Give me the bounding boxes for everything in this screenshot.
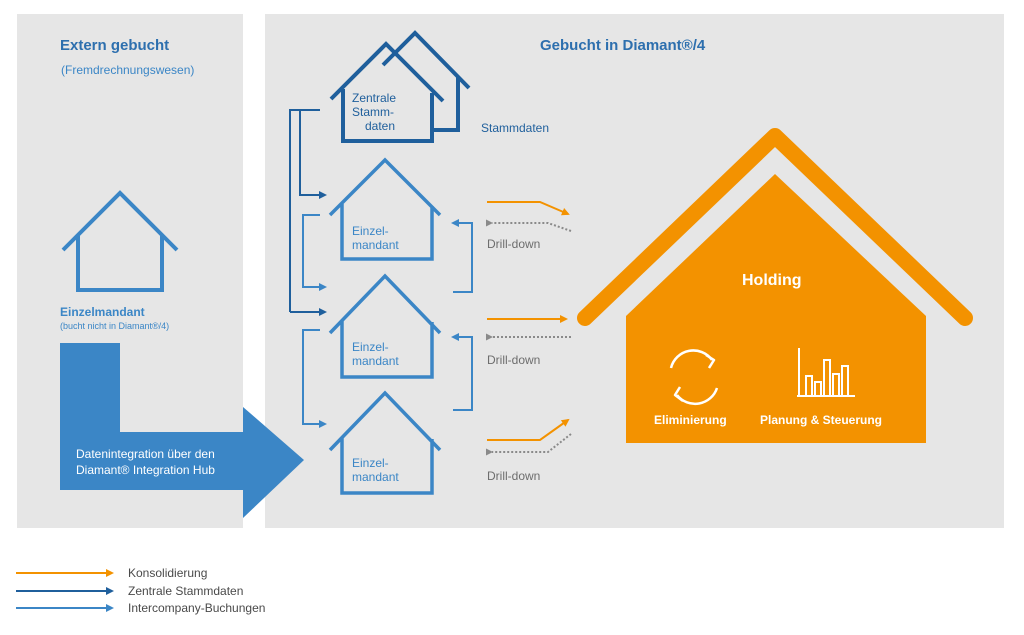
drilldown-label-3: Drill-down [487,469,541,483]
masterdata-label: Stammdaten [481,121,550,135]
drilldown-label-1: Drill-down [487,237,541,251]
external-mandant-subtitle: (bucht nicht in Diamant®/4) [60,321,170,331]
drilldown-arrow-1 [486,219,572,232]
intercompany-right-1 [451,219,473,293]
mandant-1-label: Einzel- mandant [352,224,399,252]
holding-title: Holding [742,272,802,289]
legend-label-consolidation: Konsolidierung [128,566,208,580]
integration-arrow-icon [60,343,304,518]
elimination-label: Eliminierung [654,413,727,427]
intercompany-left-1 [302,214,327,291]
refresh-cycle-icon [669,349,719,406]
holding-roof-icon [577,128,973,326]
legend-label-intercompany: Intercompany-Buchungen [128,601,266,615]
masterdata-bracket [289,109,320,312]
intercompany-left-2 [302,329,327,428]
holding-house-icon [626,174,926,443]
drilldown-label-2: Drill-down [487,353,541,367]
mandant-house-2-icon [328,273,442,379]
central-masterdata-line2: Stamm- [352,105,394,119]
mandant-house-3-icon [328,390,442,495]
central-masterdata-line1: Zentrale [352,91,397,105]
mandant-3-line1: Einzel- [352,456,389,470]
integration-label: Datenintegration über den Diamant® Integ… [76,446,215,478]
bar-chart-icon [797,348,855,397]
mandant-2-label: Einzel- mandant [352,340,399,368]
consolidation-arrow-1 [487,201,570,216]
intercompany-right-2 [451,333,473,411]
central-masterdata-line3: daten [365,119,396,133]
legend-label-masterdata: Zentrale Stammdaten [128,584,244,598]
legend-item-intercompany: Intercompany-Buchungen [16,601,336,617]
external-panel-title: Extern gebucht [60,37,170,54]
legend-item-masterdata: Zentrale Stammdaten [16,584,336,600]
mandant-2-line2: mandant [352,354,399,368]
central-masterdata-label: Zentrale Stamm- daten [352,91,396,133]
mandant-1-line1: Einzel- [352,224,389,238]
external-mandant-title: Einzelmandant [60,305,145,319]
mandant-2-line1: Einzel- [352,340,389,354]
drilldown-arrow-3 [486,433,572,456]
masterdata-arrow-1 [299,110,327,199]
mandant-1-line2: mandant [352,238,399,252]
integration-label-line2: Diamant® Integration Hub [76,463,215,477]
external-mandant-house-icon [61,190,179,292]
central-masterdata-house-icon [329,41,445,143]
mandant-house-1-icon [328,157,442,261]
legend-item-consolidation: Konsolidierung [16,566,336,582]
mandant-3-label: Einzel- mandant [352,456,399,484]
diamant-panel-title: Gebucht in Diamant®/4 [540,37,706,54]
planning-label: Planung & Steuerung [760,413,883,427]
integration-label-line1: Datenintegration über den [76,447,215,461]
external-panel-subtitle: (Fremdrechnungswesen) [61,63,195,77]
consolidation-arrow-3 [487,418,570,441]
mandant-3-line2: mandant [352,470,399,484]
